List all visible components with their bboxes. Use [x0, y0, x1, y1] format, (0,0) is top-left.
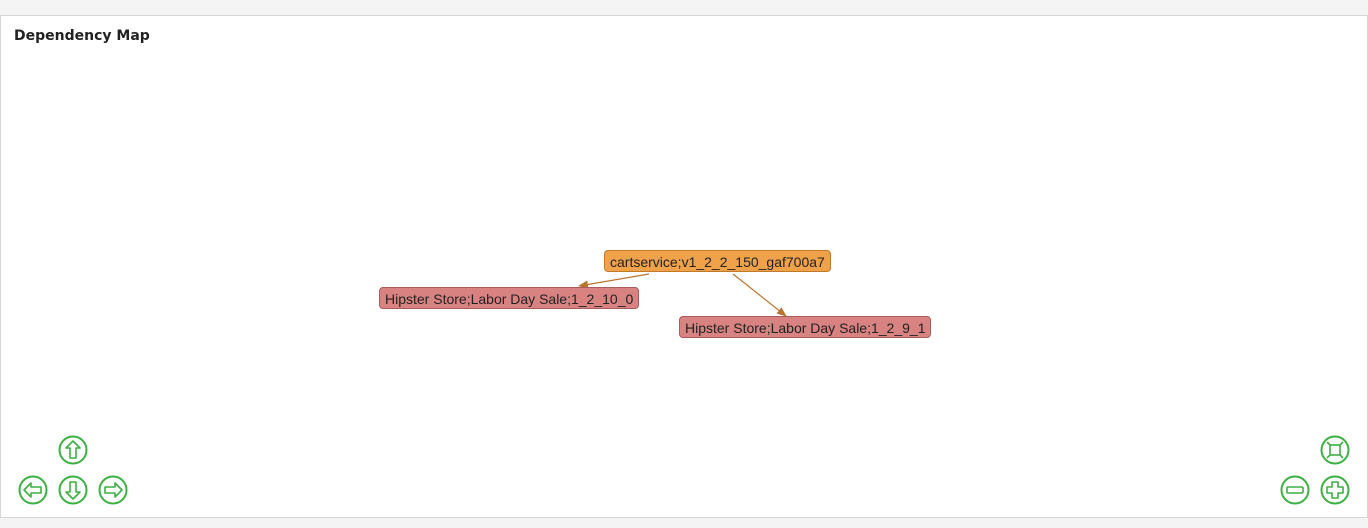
arrow-down-icon — [58, 475, 88, 505]
node-hipster-store-1-2-10-0[interactable]: Hipster Store;Labor Day Sale;1_2_10_0 — [379, 287, 640, 309]
fit-to-screen-button[interactable] — [1320, 435, 1350, 465]
node-cartservice[interactable]: cartservice;v1_2_2_150_gaf700a7 — [604, 250, 831, 272]
zoom-in-button[interactable] — [1320, 475, 1350, 505]
dependency-graph[interactable]: cartservice;v1_2_2_150_gaf700a7 Hipster … — [1, 16, 1367, 517]
fit-screen-icon — [1320, 435, 1350, 465]
zoom-out-button[interactable] — [1280, 475, 1310, 505]
pan-right-button[interactable] — [98, 475, 128, 505]
node-hipster-store-1-2-9-1[interactable]: Hipster Store;Labor Day Sale;1_2_9_1 — [679, 316, 932, 338]
dependency-map-panel: Dependency Map cartservice;v1_2_2_150_ga… — [0, 15, 1368, 518]
pan-down-button[interactable] — [58, 475, 88, 505]
pan-left-button[interactable] — [18, 475, 48, 505]
edge-root-to-child-b — [732, 273, 787, 317]
arrow-up-icon — [58, 435, 88, 465]
plus-icon — [1320, 475, 1350, 505]
graph-edges — [578, 273, 787, 317]
pan-up-button[interactable] — [58, 435, 88, 465]
minus-icon — [1280, 475, 1310, 505]
edge-root-to-child-a — [578, 273, 650, 289]
panel-title: Dependency Map — [14, 28, 150, 44]
arrow-left-icon — [18, 475, 48, 505]
arrow-right-icon — [98, 475, 128, 505]
